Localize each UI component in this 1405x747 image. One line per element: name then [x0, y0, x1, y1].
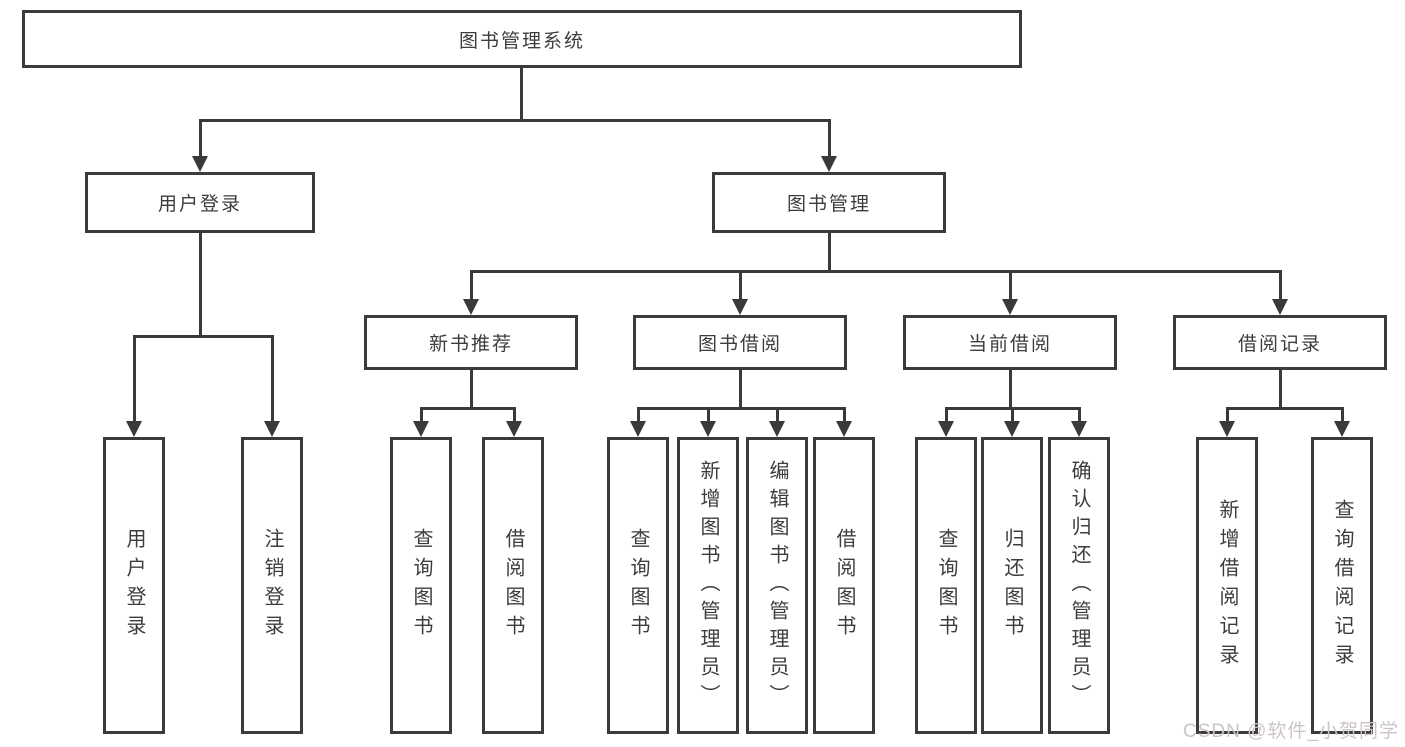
edge-book-mgmt-branch [470, 270, 1281, 273]
csdn-watermark: CSDN @软件_小贺同学 [1183, 721, 1399, 742]
leaf-query-book-3-label: 查询图书 [935, 527, 957, 644]
node-borrow-record-label: 借阅记录 [1237, 334, 1322, 355]
edge-book-mgmt-trunk [828, 233, 831, 272]
arrowhead-icon [506, 421, 522, 437]
leaf-query-book-2-label: 查询图书 [627, 527, 649, 644]
arrowhead-icon [821, 156, 837, 172]
leaf-add-record: 新增借阅记录 [1196, 437, 1258, 734]
node-current-borrow-label: 当前借阅 [967, 334, 1052, 355]
leaf-user-login-label: 用户登录 [123, 527, 145, 644]
arrowhead-icon [264, 421, 280, 437]
edge-user-login-branch [133, 335, 274, 338]
edge-stem [513, 407, 516, 421]
edge-stem [843, 407, 846, 421]
arrowhead-icon [769, 421, 785, 437]
edge-stem [1011, 407, 1014, 421]
leaf-query-book-2: 查询图书 [607, 437, 669, 734]
edge-to-leaf-logout [271, 335, 274, 421]
edge-stem [776, 407, 779, 421]
edge-to-current-borrow [1009, 270, 1012, 301]
edge-stem [420, 407, 423, 421]
leaf-borrow-book-2: 借阅图书 [813, 437, 875, 734]
leaf-confirm-return: 确认归还（管理员） [1048, 437, 1110, 734]
edge-new-book-rec-branch [420, 407, 516, 410]
leaf-edit-book-label: 编辑图书（管理员） [766, 459, 788, 712]
leaf-query-book-1-label: 查询图书 [410, 527, 432, 644]
leaf-confirm-return-label: 确认归还（管理员） [1068, 459, 1090, 712]
edge-stem [1226, 407, 1229, 421]
edge-stem [637, 407, 640, 421]
edge-to-borrow-record [1279, 270, 1282, 301]
node-new-book-rec-label: 新书推荐 [428, 334, 513, 355]
leaf-query-record-label: 查询借阅记录 [1331, 498, 1353, 673]
arrowhead-icon [938, 421, 954, 437]
leaf-borrow-book-1-label: 借阅图书 [502, 527, 524, 644]
edge-to-leaf-user-login [133, 335, 136, 421]
node-book-borrow: 图书借阅 [633, 315, 847, 370]
edge-user-login-trunk [199, 233, 202, 336]
arrowhead-icon [1004, 421, 1020, 437]
arrowhead-icon [1071, 421, 1087, 437]
arrowhead-icon [1334, 421, 1350, 437]
arrowhead-icon [463, 299, 479, 315]
edge-to-book-mgmt [828, 119, 831, 157]
edge-current-borrow-trunk [1009, 370, 1012, 410]
edge-stem [945, 407, 948, 421]
leaf-add-record-label: 新增借阅记录 [1216, 498, 1238, 673]
node-book-borrow-label: 图书借阅 [697, 334, 782, 355]
edge-root-trunk [520, 68, 523, 120]
leaf-return-book-label: 归还图书 [1001, 527, 1023, 644]
edge-book-borrow-branch [637, 407, 846, 410]
arrowhead-icon [630, 421, 646, 437]
arrowhead-icon [1272, 299, 1288, 315]
node-user-login: 用户登录 [85, 172, 315, 233]
edge-to-new-book-rec [470, 270, 473, 301]
leaf-add-book-label: 新增图书（管理员） [697, 459, 719, 712]
node-borrow-record: 借阅记录 [1173, 315, 1387, 370]
edge-to-book-borrow [739, 270, 742, 301]
arrowhead-icon [413, 421, 429, 437]
node-current-borrow: 当前借阅 [903, 315, 1117, 370]
leaf-logout: 注销登录 [241, 437, 303, 734]
leaf-add-book: 新增图书（管理员） [677, 437, 739, 734]
arrowhead-icon [126, 421, 142, 437]
arrowhead-icon [732, 299, 748, 315]
arrowhead-icon [836, 421, 852, 437]
arrowhead-icon [1219, 421, 1235, 437]
edge-to-user-login [199, 119, 202, 157]
edge-root-branch [201, 119, 831, 122]
edge-new-book-rec-trunk [470, 370, 473, 410]
leaf-return-book: 归还图书 [981, 437, 1043, 734]
node-root-label: 图书管理系统 [458, 30, 585, 52]
leaf-query-book-1: 查询图书 [390, 437, 452, 734]
edge-stem [707, 407, 710, 421]
arrowhead-icon [1002, 299, 1018, 315]
node-root: 图书管理系统 [22, 10, 1022, 68]
edge-stem [1341, 407, 1344, 421]
leaf-logout-label: 注销登录 [261, 527, 283, 644]
leaf-user-login: 用户登录 [103, 437, 165, 734]
node-new-book-rec: 新书推荐 [364, 315, 578, 370]
arrowhead-icon [192, 156, 208, 172]
edge-book-borrow-trunk [739, 370, 742, 410]
node-book-mgmt: 图书管理 [712, 172, 946, 233]
leaf-query-record: 查询借阅记录 [1311, 437, 1373, 734]
edge-borrow-record-branch [1226, 407, 1344, 410]
leaf-borrow-book-1: 借阅图书 [482, 437, 544, 734]
leaf-edit-book: 编辑图书（管理员） [746, 437, 808, 734]
node-book-mgmt-label: 图书管理 [786, 194, 871, 215]
leaf-borrow-book-2-label: 借阅图书 [833, 527, 855, 644]
node-user-login-label: 用户登录 [157, 194, 242, 215]
arrowhead-icon [700, 421, 716, 437]
edge-stem [1078, 407, 1081, 421]
edge-borrow-record-trunk [1279, 370, 1282, 410]
leaf-query-book-3: 查询图书 [915, 437, 977, 734]
